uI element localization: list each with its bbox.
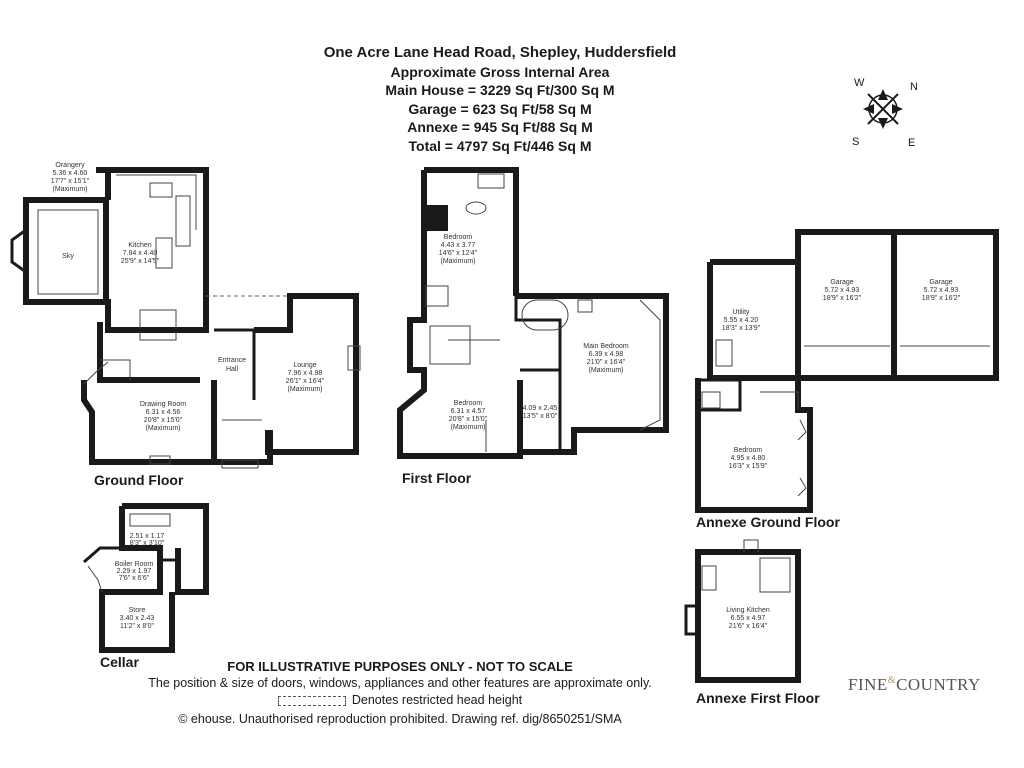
compass-n: N [910,81,918,93]
property-address: One Acre Lane Head Road, Shepley, Hudder… [323,44,677,61]
annexe-first-floor-plan [684,539,801,683]
fine-country-logo: FINE&COUNTRY [848,675,981,694]
orangery-wall [23,197,109,305]
main-house-area: Main House = 3229 Sq Ft/300 Sq M [385,82,615,98]
cellar-plan [83,503,209,653]
compass-icon: W N S E [852,77,918,149]
first-floor-title: First Floor [402,470,472,486]
cellar-title: Cellar [100,654,139,670]
compass-e: E [908,137,915,149]
sky-label: Sky [62,253,74,260]
area-heading: Approximate Gross Internal Area [390,63,610,80]
ground-floor-plan [10,167,361,469]
plan-footer: FOR ILLUSTRATIVE PURPOSES ONLY - NOT TO … [110,658,690,728]
annexe-area: Annexe = 945 Sq Ft/88 Sq M [407,119,593,135]
total-area: Total = 4797 Sq Ft/446 Sq M [408,137,592,154]
compass-s: S [852,136,859,148]
ground-floor-title: Ground Floor [94,472,184,488]
restricted-height-text: Denotes restricted head height [351,693,523,707]
annexe-first-floor-title: Annexe First Floor [696,690,820,706]
restricted-height-swatch [277,695,346,706]
garage-area: Garage = 623 Sq Ft/58 Sq M [408,100,592,117]
restricted-height-key: Denotes restricted head height [277,692,523,709]
copyright-text: © ehouse. Unauthorised reproduction proh… [178,711,622,726]
plan-header: One Acre Lane Head Road, Shepley, Hudder… [0,44,1000,155]
annexe-ground-floor-title: Annexe Ground Floor [696,514,840,530]
disclaimer-text: FOR ILLUSTRATIVE PURPOSES ONLY - NOT TO … [227,659,573,674]
approximation-note: The position & size of doors, windows, a… [148,676,652,690]
compass-w: W [854,77,865,89]
annexe-ground-floor-plan [695,229,999,513]
first-floor-plan [397,167,669,459]
